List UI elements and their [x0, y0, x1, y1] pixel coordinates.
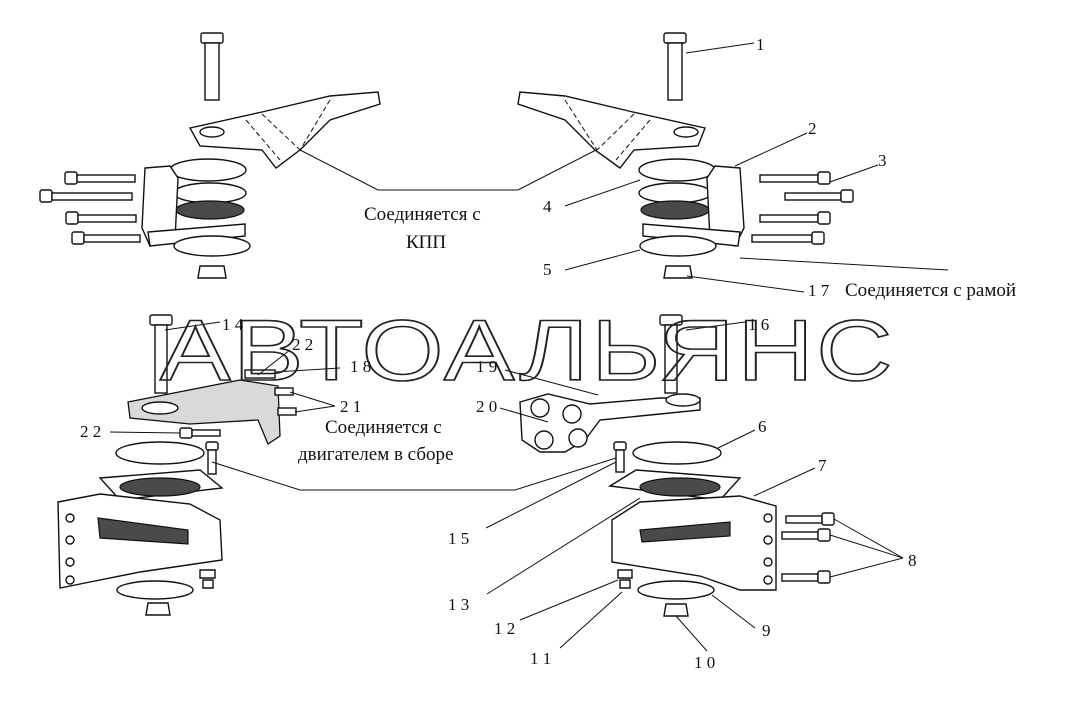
- washer: [637, 580, 715, 600]
- callout-2: 2: [808, 119, 817, 138]
- engine-bracket-left: [127, 369, 297, 445]
- rubber-cushion: [119, 477, 201, 497]
- horizontal-bolts-right-lower: [781, 512, 835, 584]
- callout-1: 1: [756, 35, 765, 54]
- washer-plate: [115, 441, 205, 465]
- long-bolt: [659, 314, 683, 394]
- callout-7: 7: [818, 456, 827, 475]
- washer: [173, 235, 251, 257]
- horizontal-bolts-right: [751, 171, 854, 245]
- nut: [663, 603, 689, 617]
- washer: [639, 235, 717, 257]
- bottom-left-mount-assembly: [57, 314, 297, 616]
- note-gearbox-line1: Соединяется с: [364, 204, 481, 225]
- rubber-cushion-core: [175, 200, 245, 220]
- callout-12: 1 2: [494, 619, 515, 638]
- leader-lines: [109, 42, 949, 652]
- callout-10: 1 0: [694, 653, 715, 672]
- callout-18: 1 8: [350, 357, 371, 376]
- callout-4: 4: [543, 197, 552, 216]
- top-right-mount-assembly: [517, 32, 854, 279]
- rubber-cushion: [639, 477, 721, 497]
- rubber-cushion-upper: [638, 158, 716, 182]
- note-engine-line1: Соединяется с: [325, 417, 442, 438]
- callout-20: 2 0: [476, 397, 497, 416]
- callout-3: 3: [878, 151, 887, 170]
- note-gearbox-line2: КПП: [406, 232, 446, 253]
- callout-19: 1 9: [476, 357, 497, 376]
- callout-15: 1 5: [448, 529, 469, 548]
- washer-plate: [632, 441, 722, 465]
- mount-body-right: [611, 495, 777, 591]
- bottom-right-mount-assembly: [519, 314, 835, 617]
- callout-9: 9: [762, 621, 771, 640]
- callout-21: 2 1: [340, 397, 361, 416]
- note-frame: Соединяется с рамой: [845, 280, 1016, 301]
- callout-16: 1 6: [748, 315, 769, 334]
- vertical-bolt: [200, 32, 224, 101]
- callout-22-upper: 2 2: [292, 335, 313, 354]
- vertical-bolt: [663, 32, 687, 101]
- short-bolt: [613, 441, 627, 473]
- washer: [116, 580, 194, 600]
- callout-17: 1 7: [808, 281, 830, 300]
- rubber-cushion-upper: [169, 158, 247, 182]
- horizontal-bolts-left: [39, 171, 141, 245]
- nut: [663, 265, 693, 279]
- callout-11: 1 1: [530, 649, 551, 668]
- gearbox-bracket-left: [188, 91, 381, 169]
- gearbox-bracket-right: [517, 91, 706, 169]
- rubber-cushion-middle: [173, 182, 247, 204]
- short-bolt: [179, 427, 221, 475]
- long-bolt: [149, 314, 173, 394]
- top-left-mount-assembly: [39, 32, 381, 279]
- rubber-cushion-middle: [638, 182, 712, 204]
- nut: [197, 265, 227, 279]
- rubber-cushion-core: [640, 200, 710, 220]
- watermark: АВТОАЛЬЯНС: [160, 303, 895, 399]
- callout-8: 8: [908, 551, 917, 570]
- engine-bracket-right: [519, 393, 701, 453]
- note-engine-line2: двигателем в сборе: [298, 444, 453, 465]
- callout-14: 1 4: [222, 315, 244, 334]
- callout-5: 5: [543, 260, 552, 279]
- nut: [145, 602, 171, 616]
- callout-22-lower: 2 2: [80, 422, 101, 441]
- callout-6: 6: [758, 417, 767, 436]
- callout-13: 1 3: [448, 595, 469, 614]
